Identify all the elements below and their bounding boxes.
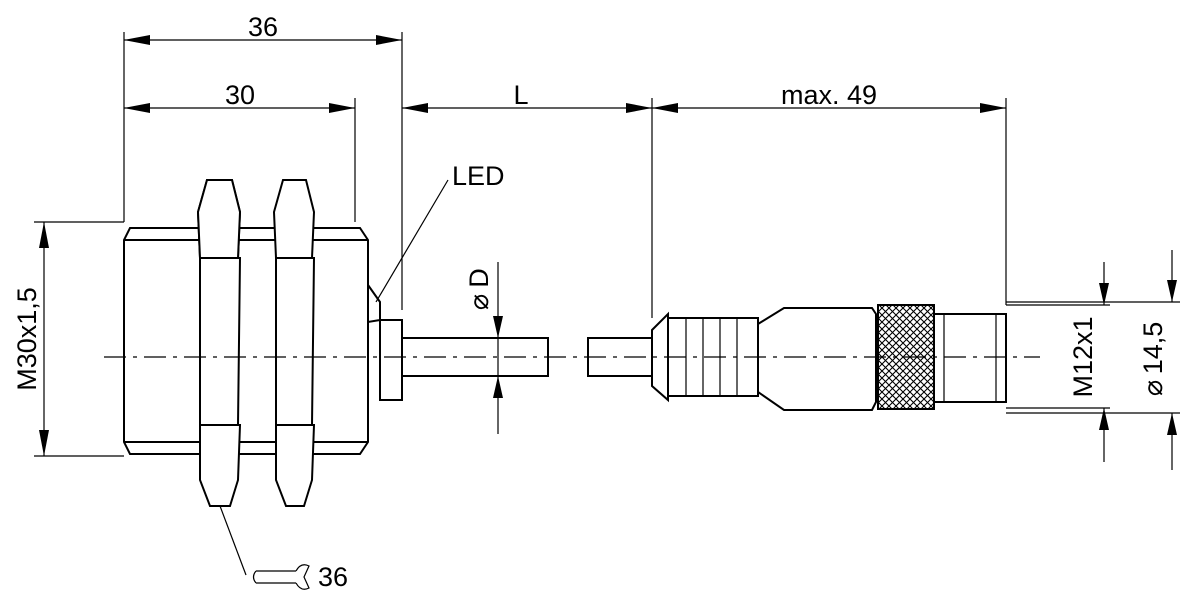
dimension-30 bbox=[124, 103, 355, 113]
label-cable-diameter: ⌀ D bbox=[464, 268, 494, 310]
label-overall-length: 36 bbox=[248, 12, 278, 42]
wrench-leader bbox=[219, 505, 247, 576]
sensor-housing bbox=[123, 227, 403, 455]
dimension-36 bbox=[124, 35, 402, 45]
label-connector-thread: M12x1 bbox=[1068, 316, 1098, 397]
lock-nut-1 bbox=[196, 179, 242, 507]
dimension-14-5 bbox=[1167, 250, 1177, 470]
dimension-m12 bbox=[1099, 262, 1109, 462]
dimension-L bbox=[402, 103, 652, 113]
diameter-symbol-connector: ⌀ bbox=[1138, 380, 1168, 396]
led-leader bbox=[375, 179, 449, 303]
label-cable-length: L bbox=[513, 80, 528, 110]
label-thread-length: 30 bbox=[225, 80, 255, 110]
extension-lines bbox=[34, 32, 1180, 457]
label-led: LED bbox=[452, 161, 505, 191]
dimension-m30 bbox=[39, 222, 49, 456]
label-thread-size: M30x1,5 bbox=[12, 287, 42, 391]
wrench-icon bbox=[252, 564, 310, 590]
dimension-cable-diameter bbox=[493, 316, 503, 398]
label-wrench-size: 36 bbox=[318, 562, 348, 592]
label-connector-length: max. 49 bbox=[781, 80, 877, 110]
lock-nut-2 bbox=[272, 179, 316, 507]
label-connector-diameter: ⌀ 14,5 bbox=[1138, 322, 1168, 396]
dimension-max-49 bbox=[652, 103, 1006, 113]
diameter-symbol-cable: ⌀ bbox=[464, 294, 494, 310]
connector-diameter-value: 14,5 bbox=[1138, 322, 1168, 375]
cable-diameter-value: D bbox=[464, 268, 494, 288]
